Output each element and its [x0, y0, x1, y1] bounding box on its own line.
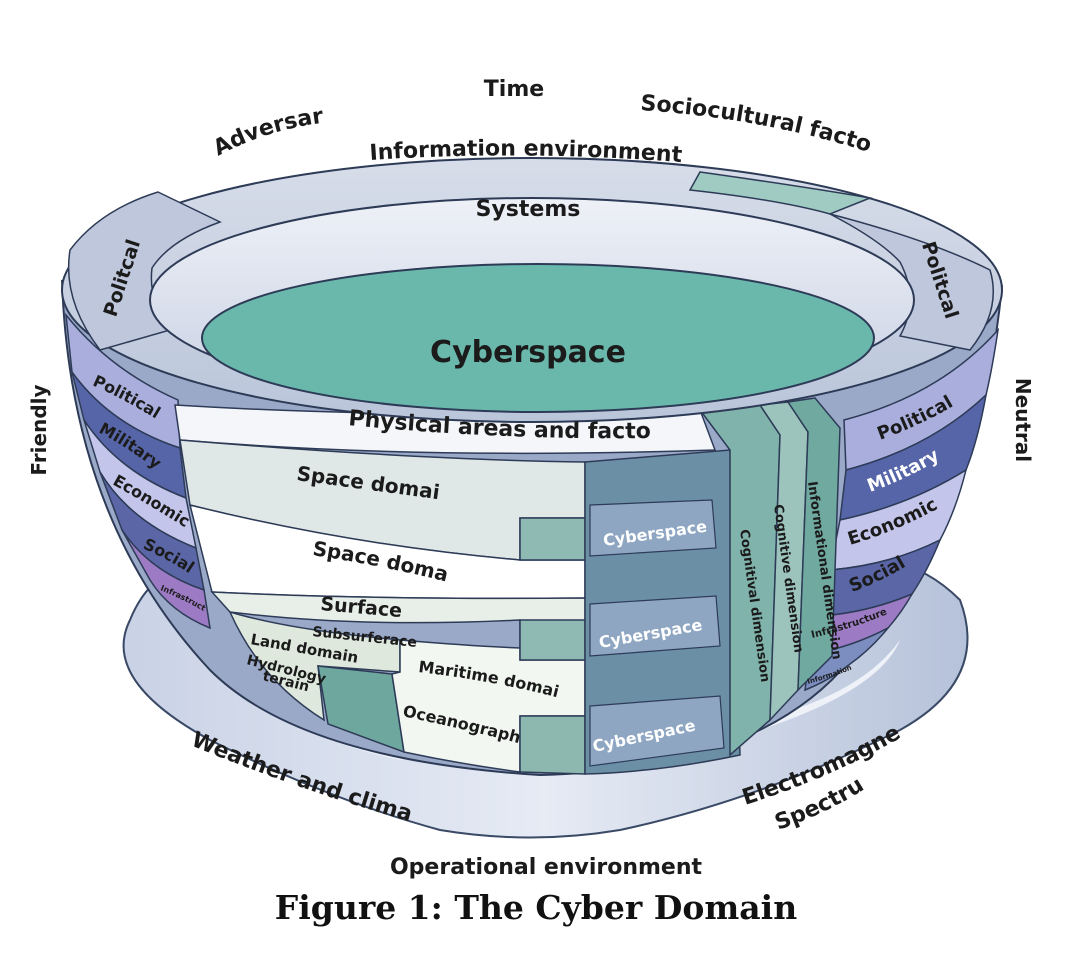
cyberspace-column	[584, 449, 741, 775]
label-time: Time	[484, 77, 544, 102]
label-neutral: Neutral	[1011, 378, 1035, 462]
label-sociocultural-factors: Sociocultural factors	[0, 0, 875, 158]
label-cyberspace-main: Cyberspace	[430, 335, 626, 370]
surface-teal-notch	[519, 619, 586, 661]
cyberspace-window-1	[589, 499, 717, 557]
rim-segment-right	[829, 213, 994, 351]
cyberspace-pool	[201, 263, 875, 413]
cyberspace-window-3	[589, 695, 725, 767]
ocean-block	[519, 715, 586, 775]
physical-panel	[174, 404, 717, 775]
right-band-information	[804, 627, 889, 692]
label-friendly: Friendly	[27, 384, 51, 475]
space-teal-notch	[519, 517, 586, 561]
label-systems: Systems	[476, 197, 581, 222]
figure-caption: Figure 1: The Cyber Domain	[274, 888, 798, 927]
rim-segment-left	[67, 191, 222, 351]
label-operational-environment: Operational environment	[390, 855, 703, 880]
right-dimension-bands	[804, 327, 1000, 692]
rim-segment-top-right	[688, 171, 873, 215]
left-dimension-bands	[64, 312, 211, 630]
label-adversary: Adversary	[0, 0, 325, 161]
dimension-strips	[698, 397, 841, 757]
left-band-infrastructure	[121, 529, 211, 630]
informational-strip	[786, 397, 841, 692]
cyberspace-window-2	[589, 595, 721, 657]
